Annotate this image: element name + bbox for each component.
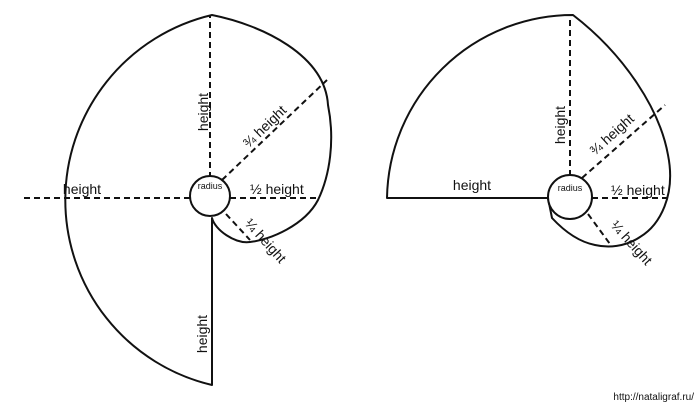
right-pattern: radius height ¾ height ½ height height ¼… (386, 14, 672, 268)
left-hub-label: radius (198, 181, 223, 191)
right-hub-label: radius (558, 183, 583, 193)
left-quarter-guide (225, 213, 251, 241)
left-left-label: height (63, 181, 101, 197)
left-hub-circle (189, 175, 231, 217)
credit-text: http://nataligraf.ru/ (613, 392, 694, 403)
right-half-label: ½ height (611, 182, 665, 198)
right-quarter-guide (587, 213, 611, 245)
left-pattern: radius height ¾ height ½ height height ¼… (22, 14, 333, 386)
right-pattern-outline (386, 14, 672, 248)
right-top-label: height (552, 106, 568, 144)
right-diagonal-guide (581, 104, 666, 179)
left-diagonal-guide (221, 79, 328, 181)
left-half-label: ½ height (250, 181, 304, 197)
left-bottom-label: height (194, 315, 210, 353)
right-hub-circle (547, 174, 593, 220)
right-left-label: height (453, 177, 491, 193)
left-top-label: height (195, 93, 211, 131)
